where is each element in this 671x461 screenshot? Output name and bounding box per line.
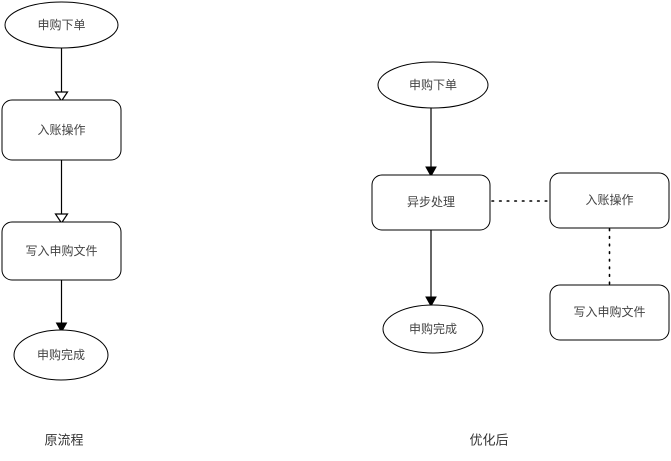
node-optimized-writefile[interactable]: 写入申购文件 bbox=[549, 284, 670, 341]
ellipse-shape bbox=[382, 304, 484, 354]
node-optimized-end[interactable]: 申购完成 bbox=[382, 304, 484, 354]
node-original-start[interactable]: 申购下单 bbox=[4, 1, 119, 49]
caption-original-flow: 原流程 bbox=[44, 432, 83, 447]
arrowhead-filled-icon bbox=[425, 166, 437, 178]
node-original-posting[interactable]: 入账操作 bbox=[1, 99, 122, 161]
ellipse-shape bbox=[377, 61, 489, 109]
roundrect-shape bbox=[549, 172, 670, 229]
flow-original: 申购下单 入账操作 写入申购文件 申购完成 bbox=[1, 1, 122, 447]
node-label: 写入申购文件 bbox=[573, 304, 645, 319]
edge-original-start-to-posting bbox=[54, 48, 69, 103]
node-label: 入账操作 bbox=[585, 192, 633, 207]
flow-optimized: 申购下单 异步处理 申购完成 入账操作 bbox=[371, 61, 670, 447]
node-label: 申购完成 bbox=[37, 347, 85, 362]
node-label: 申购下单 bbox=[409, 77, 457, 92]
arrowhead-open-icon bbox=[54, 213, 69, 225]
roundrect-shape bbox=[549, 284, 670, 341]
caption-optimized-flow: 优化后 bbox=[469, 432, 508, 447]
edge-original-posting-to-writefile bbox=[54, 160, 69, 225]
node-label: 写入申购文件 bbox=[25, 243, 97, 258]
edge-optimized-async-to-end bbox=[425, 230, 437, 308]
node-optimized-async[interactable]: 异步处理 bbox=[371, 174, 491, 231]
node-label: 申购下单 bbox=[37, 17, 85, 32]
arrowhead-open-icon bbox=[54, 91, 69, 103]
node-label: 入账操作 bbox=[37, 122, 85, 137]
node-optimized-posting[interactable]: 入账操作 bbox=[549, 172, 670, 229]
arrowhead-filled-icon bbox=[55, 322, 68, 334]
node-original-end[interactable]: 申购完成 bbox=[13, 329, 109, 381]
node-optimized-start[interactable]: 申购下单 bbox=[377, 61, 489, 109]
node-label: 申购完成 bbox=[409, 321, 457, 336]
node-original-writefile[interactable]: 写入申购文件 bbox=[1, 221, 122, 281]
edge-original-writefile-to-end bbox=[55, 280, 68, 334]
node-label: 异步处理 bbox=[407, 195, 455, 209]
arrowhead-filled-icon bbox=[425, 296, 437, 308]
ellipse-shape bbox=[13, 329, 109, 381]
edge-optimized-start-to-async bbox=[425, 108, 437, 178]
